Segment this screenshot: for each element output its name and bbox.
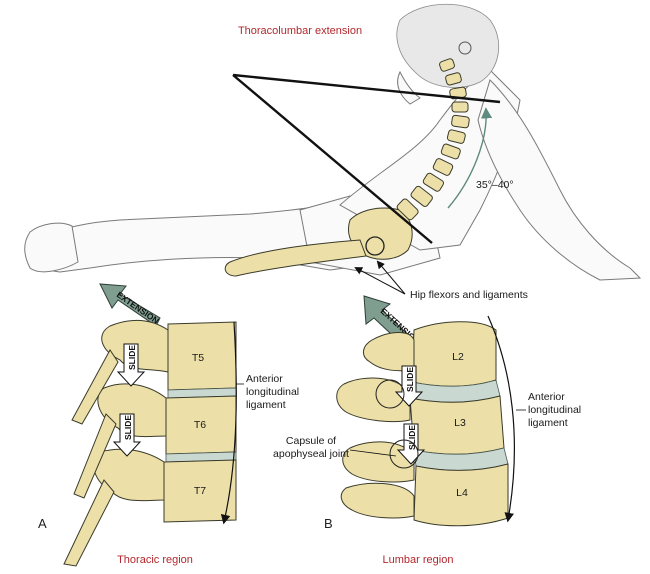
person-illustration: 35°–40° [24, 3, 642, 281]
capsule-ring-1 [375, 379, 405, 409]
panel-a-thoracic: EXTENSION SLIDE SLIDE T5 T6 T7 A [38, 283, 299, 567]
spinous-process-t7 [63, 479, 115, 567]
angle-arrow-icon [447, 107, 493, 209]
slide-text-b-1: SLIDE [405, 367, 415, 392]
ligament-label-b-2: longitudinal [528, 404, 581, 416]
capsule-ring-2 [389, 439, 419, 469]
slide-arrow-a-1-icon: SLIDE [116, 343, 146, 387]
hip-flexors-label: Hip flexors and ligaments [410, 289, 528, 301]
label-l3: L3 [454, 417, 466, 429]
vertebra-t7 [163, 459, 237, 523]
posterior-element-l4-lower [340, 482, 415, 519]
label-t5: T5 [192, 352, 204, 364]
label-l4: L4 [456, 487, 468, 499]
capsule-label-1: Capsule of [286, 435, 336, 447]
foot-outline [24, 222, 79, 273]
region-label-a: Thoracic region [117, 554, 193, 566]
angle-line-horizontal [232, 73, 501, 104]
slide-text-a-1: SLIDE [127, 345, 137, 370]
ligament-arrow-a [220, 321, 237, 525]
slide-text-b-2: SLIDE [407, 425, 417, 450]
posterior-element-l4 [342, 441, 415, 483]
slide-arrow-a-2-icon: SLIDE [112, 413, 142, 457]
extension-arrow-a-icon: EXTENSION [99, 283, 161, 327]
ear [458, 41, 472, 55]
ligament-label-b-3: ligament [528, 417, 568, 429]
label-t6: T6 [194, 419, 206, 431]
posterior-element-l2 [363, 332, 415, 372]
label-t7: T7 [194, 485, 206, 497]
ligament-label-a-3: ligament [246, 399, 286, 411]
chin [397, 70, 421, 105]
head [396, 3, 499, 88]
femur-bone [224, 239, 367, 277]
panel-b-lumbar: EXTENSION SLIDE SLIDE L2 L3 L4 Anter [273, 295, 581, 566]
label-l2: L2 [452, 351, 464, 363]
capsule-label-2: apophyseal joint [273, 448, 349, 460]
panel-letter-b: B [324, 516, 333, 531]
angle-line-trunk [232, 74, 433, 244]
hip-joint-icon [365, 236, 385, 256]
slide-text-a-2: SLIDE [123, 415, 133, 440]
spinous-process-t5 [71, 349, 119, 425]
hip-pointer-2 [354, 267, 406, 295]
spine [396, 58, 470, 221]
panel-letter-a: A [38, 516, 47, 531]
hip-pointer-1 [376, 260, 406, 295]
arm-outline [477, 79, 642, 281]
slide-arrow-b-1-icon: SLIDE [394, 365, 424, 407]
ligament-label-a-1: Anterior [246, 373, 283, 385]
ligament-label-a-2: longitudinal [246, 386, 299, 398]
figure-title: Thoracolumbar extension [238, 25, 362, 37]
capsule-pointer [349, 449, 397, 457]
region-label-b: Lumbar region [383, 554, 454, 566]
angle-label: 35°–40° [476, 179, 514, 191]
ligament-arrow-b [487, 315, 515, 523]
spinous-process-t6 [73, 413, 117, 499]
posterior-element-l3 [336, 377, 411, 423]
ligament-label-b-1: Anterior [528, 391, 565, 403]
